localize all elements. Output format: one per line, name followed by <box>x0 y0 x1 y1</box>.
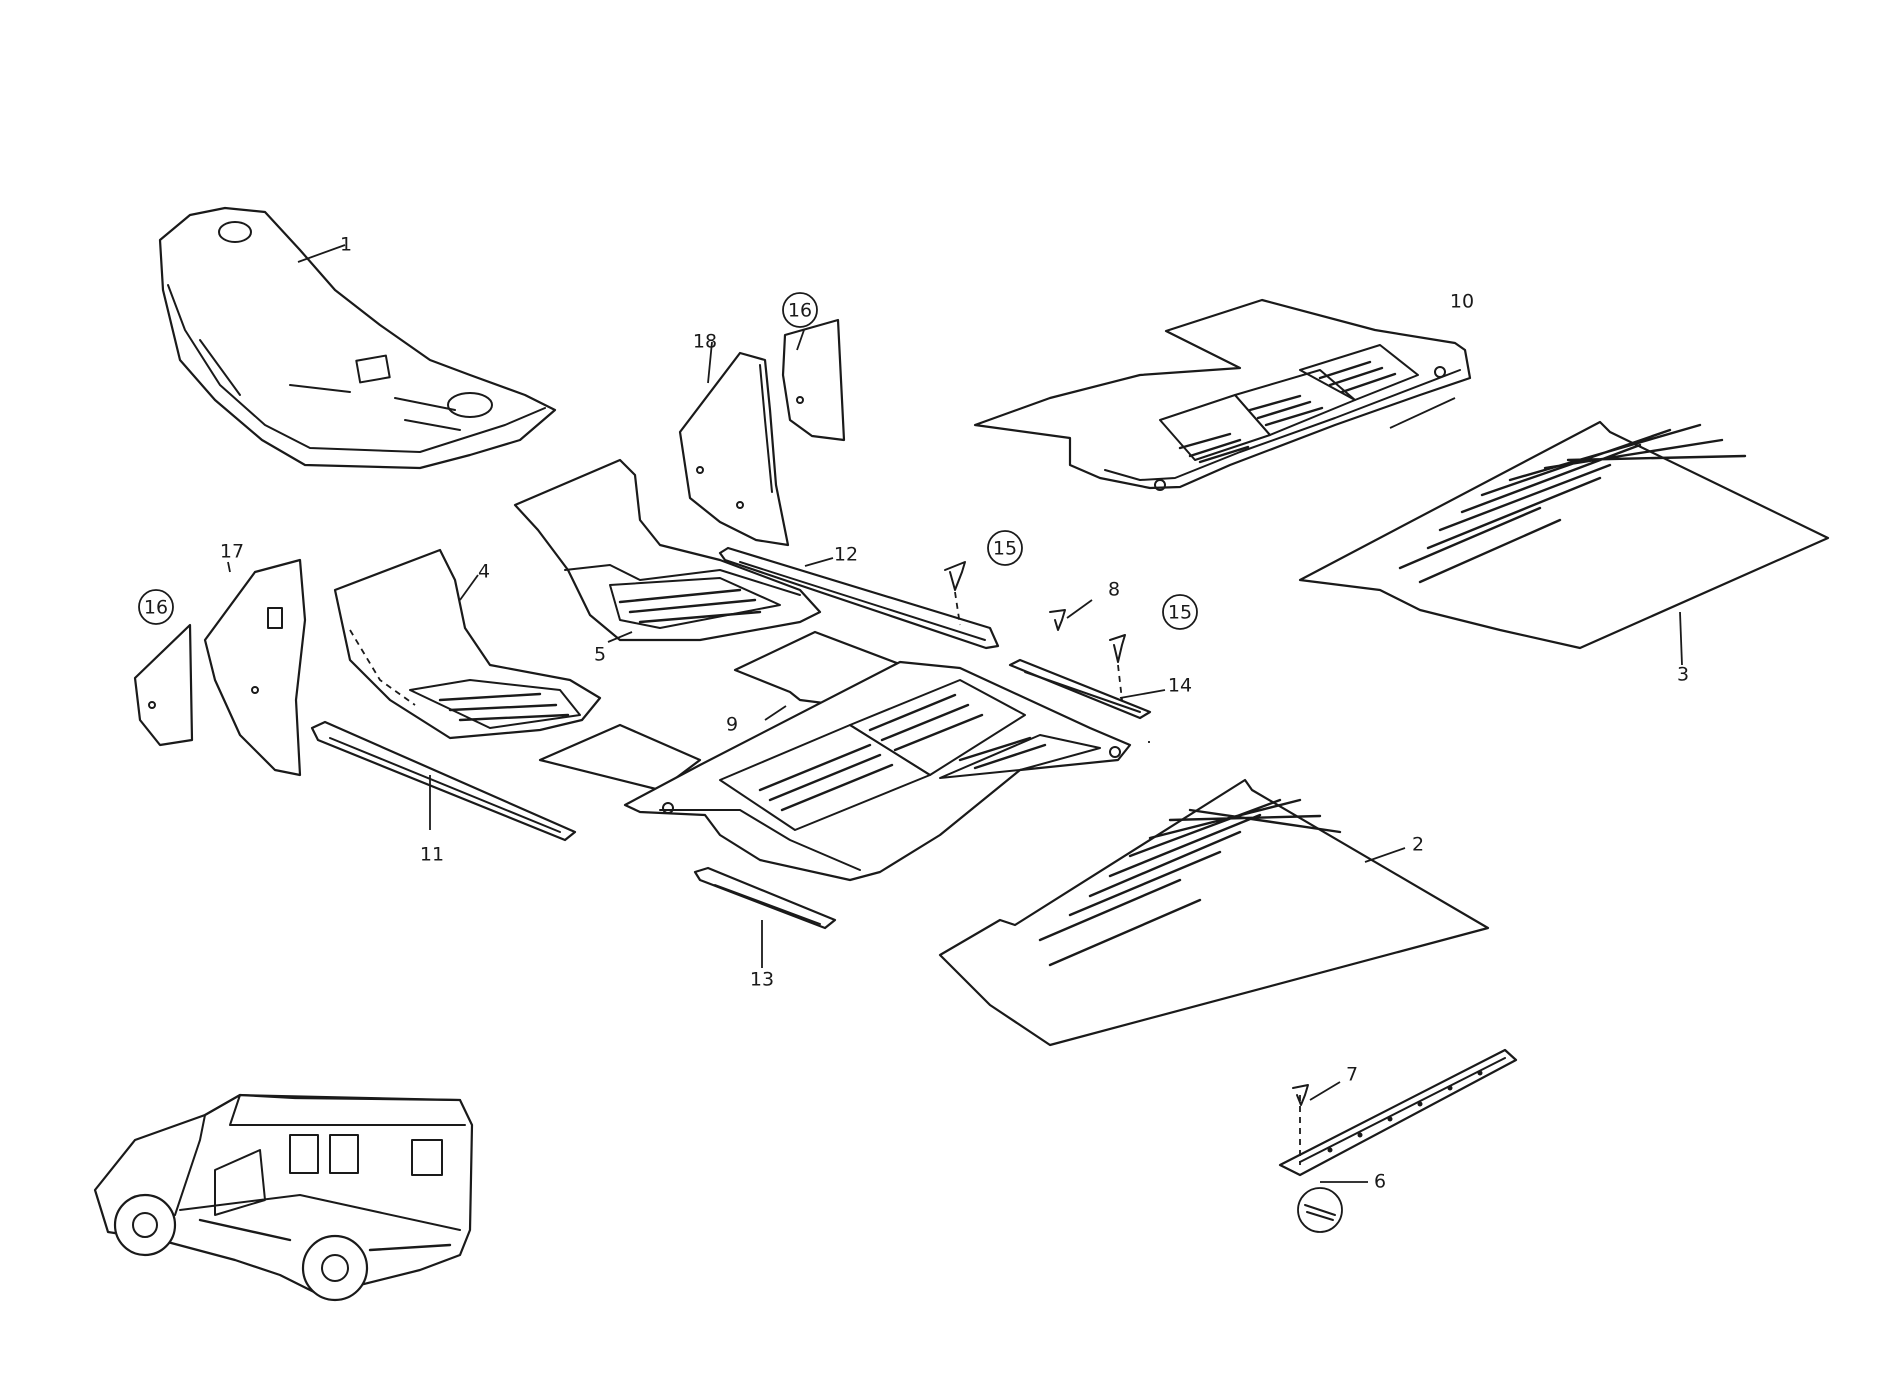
callout-13: 13 <box>750 969 774 991</box>
callout-16-upper-ring <box>782 292 818 328</box>
callout-3: 3 <box>1677 664 1689 686</box>
screw-15-right <box>1109 634 1126 701</box>
part-18-side-trim <box>678 351 790 547</box>
leader-lines <box>227 244 1683 1183</box>
callout-16-lower: 16 <box>144 597 168 619</box>
part-2-floor-panel <box>938 778 1490 1047</box>
part-16-gusset-lower <box>133 623 194 747</box>
callout-18: 18 <box>693 331 717 353</box>
callout-1: 1 <box>340 234 352 256</box>
callout-16-upper: 16 <box>788 300 812 322</box>
part-10-rear-floor-mat <box>973 298 1472 491</box>
callout-4: 4 <box>478 561 490 583</box>
part-16-gusset-upper <box>781 318 846 442</box>
screw-15-upper <box>944 561 966 626</box>
callout-14: 14 <box>1168 675 1192 697</box>
part-12-sill-strip <box>718 546 1000 650</box>
callouts: 1 2 3 4 5 6 7 8 9 10 11 12 13 14 15 15 1… <box>138 234 1689 1193</box>
screw-7 <box>1292 1084 1309 1106</box>
callout-15-upper-ring <box>987 530 1023 566</box>
callout-11: 11 <box>420 844 444 866</box>
callout-16-lower-ring <box>138 589 174 625</box>
part-9-centre-floor-mat <box>538 630 1132 882</box>
part-3-floor-panel <box>1298 420 1830 650</box>
part-4-footwell-left <box>333 548 602 740</box>
part-5-footwell-right <box>513 458 822 642</box>
part-11-sill-strip <box>310 720 577 842</box>
part-1-front-floor-cover <box>158 206 557 470</box>
callout-15-right: 15 <box>1168 602 1192 624</box>
screw-8 <box>1049 609 1066 631</box>
callout-7: 7 <box>1346 1064 1358 1086</box>
callout-5: 5 <box>594 644 606 666</box>
callout-8: 8 <box>1108 579 1120 601</box>
part-14-sill-strip <box>1008 658 1152 720</box>
callout-15-upper: 15 <box>993 538 1017 560</box>
vehicle-locator-thumbnail <box>93 1093 474 1302</box>
callout-6: 6 <box>1374 1171 1386 1193</box>
part-6-rocker-strip <box>1278 1048 1518 1233</box>
callout-15-right-ring <box>1162 594 1198 630</box>
callout-17: 17 <box>220 541 244 563</box>
callout-2: 2 <box>1412 834 1424 856</box>
callout-9: 9 <box>726 714 738 736</box>
callout-10: 10 <box>1450 291 1474 313</box>
callout-12: 12 <box>834 544 858 566</box>
part-17-side-trim <box>203 558 307 777</box>
part-13-trim-strip <box>693 866 837 930</box>
